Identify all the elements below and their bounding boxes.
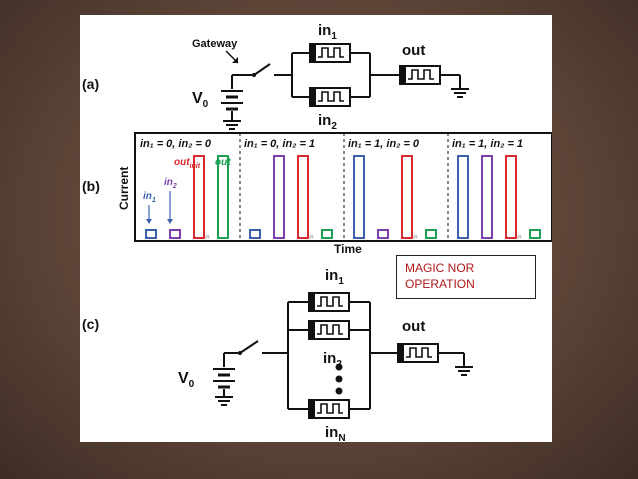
- ellipsis-dot: [335, 363, 343, 371]
- case-header-4: in₁ = 1, in₂ = 1: [452, 138, 523, 150]
- case-header-3: in₁ = 1, in₂ = 0: [348, 138, 420, 150]
- gateway-switch: [253, 63, 271, 76]
- time-break-icon: «: [309, 231, 314, 241]
- ground-icon: [222, 120, 242, 130]
- pulse-out-init-case-1: [193, 155, 205, 239]
- out-label: out: [402, 42, 425, 59]
- pulse-out-init-case-4: [505, 155, 517, 239]
- ground-icon: [214, 396, 234, 406]
- v0-label: V0: [178, 370, 195, 390]
- diagram-svg: (a) Gateway V0 in1 in2 out (b): [82, 22, 552, 442]
- memristor-inN: [308, 399, 350, 419]
- out-init-signal-label: outinit: [174, 157, 201, 170]
- memristor-in2: [309, 87, 351, 107]
- case-header-2: in₁ = 0, in₂ = 1: [244, 138, 315, 150]
- pulse-in1-case-3: [353, 155, 365, 239]
- slide-canvas: (a) Gateway V0 in1 in2 out (b): [80, 15, 552, 442]
- pulse-out-case-1: [217, 155, 229, 239]
- pulse-out-init-case-2: [297, 155, 309, 239]
- ellipsis-dot: [335, 387, 343, 395]
- in2-label: in2: [318, 112, 337, 132]
- out-label: out: [402, 318, 425, 335]
- pulse-out-case-4: [529, 229, 541, 239]
- panel-a: (a) Gateway V0 in1 in2 out: [82, 22, 470, 132]
- in2-signal-label: in2: [164, 177, 177, 190]
- memristor-out: [397, 343, 439, 363]
- y-axis-label: Current: [117, 167, 131, 210]
- x-axis-label: Time: [334, 242, 362, 256]
- memristor-in2: [308, 320, 350, 340]
- ellipsis-dot: [335, 375, 343, 383]
- pulse-in2-case-4: [481, 155, 493, 239]
- in2-label: in2: [323, 350, 342, 370]
- in1-label: in1: [318, 22, 337, 42]
- pulse-out-case-2: [321, 229, 333, 239]
- pulse-out-case-3: [425, 229, 437, 239]
- pulse-out-init-case-3: [401, 155, 413, 239]
- v0-label: V0: [192, 90, 209, 110]
- time-break-icon: «: [205, 231, 210, 241]
- inN-label: inN: [325, 424, 346, 442]
- case-header-1: in₁ = 0, in₂ = 0: [140, 138, 212, 150]
- pulse-in2-case-1: [169, 229, 181, 239]
- panel-b-tag: (b): [82, 178, 100, 194]
- ground-icon: [454, 366, 474, 376]
- memristor-in1: [308, 292, 350, 312]
- time-break-icon: «: [413, 231, 418, 241]
- memristor-out: [399, 65, 441, 85]
- gateway-label: Gateway: [192, 38, 238, 50]
- pulse-in2-case-3: [377, 229, 389, 239]
- in1-signal-label: in1: [143, 191, 156, 204]
- memristor-in1: [309, 43, 351, 63]
- pulse-in1-case-1: [145, 229, 157, 239]
- in1-label: in1: [325, 267, 344, 287]
- panel-a-tag: (a): [82, 76, 99, 92]
- out-signal-label: out: [215, 157, 231, 168]
- callout-line-2: OPERATION: [405, 277, 475, 291]
- panel-c: (c) V0 in1 in2 inN out: [82, 267, 474, 442]
- pulse-in1-case-2: [249, 229, 261, 239]
- panel-c-tag: (c): [82, 316, 99, 332]
- pulse-in1-case-4: [457, 155, 469, 239]
- pulse-in2-case-2: [273, 155, 285, 239]
- ground-icon: [450, 88, 470, 98]
- callout-line-1: MAGIC NOR: [405, 261, 475, 275]
- magic-nor-callout: MAGIC NOR OPERATION: [396, 255, 536, 299]
- panel-b: (b) Current Time in₁ = 0, in₂ = 0 in₁ = …: [82, 132, 552, 256]
- pulse-group: [145, 155, 541, 239]
- gateway-switch: [239, 340, 259, 354]
- time-break-icon: «: [517, 231, 522, 241]
